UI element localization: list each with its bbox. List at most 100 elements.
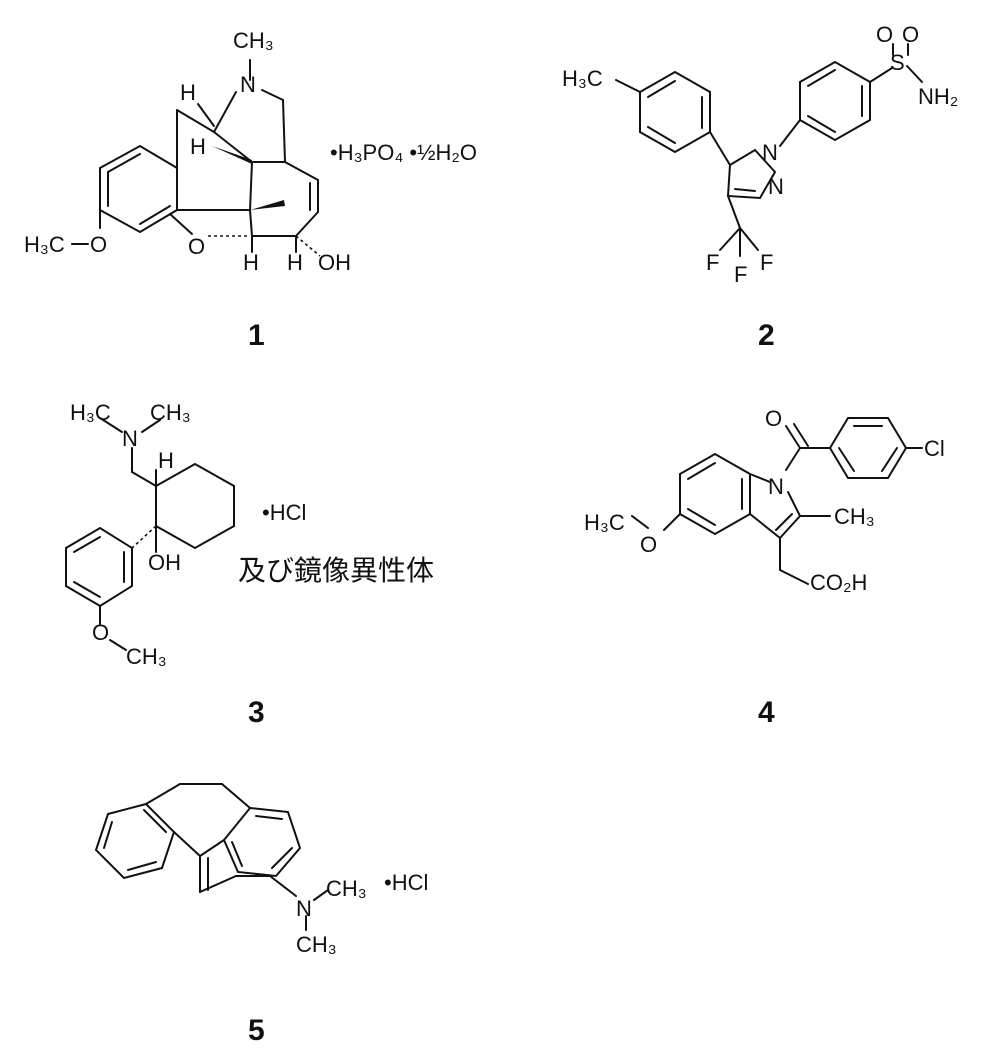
compound-1-bond xyxy=(176,109,215,133)
compound-1: CH₃ N H H O H H OH H₃C O •H₃PO₄ •½H₂O 1 xyxy=(24,28,477,352)
compound-5-right-ring xyxy=(222,806,302,878)
compound-1-label-n-methyl: CH₃ xyxy=(233,28,274,53)
compound-number-1: 1 xyxy=(248,319,265,352)
compound-4-double-bond xyxy=(775,513,793,531)
compound-3-label-n: N xyxy=(122,426,138,451)
compound-5-bond xyxy=(221,783,251,809)
compound-2-double-bond xyxy=(734,188,756,192)
compound-1-label-o: O xyxy=(90,232,107,257)
compound-4-bond xyxy=(749,513,781,539)
compound-5-left-ring xyxy=(94,802,176,880)
compound-2-bond xyxy=(906,65,923,83)
compound-4-double-bond xyxy=(793,423,809,447)
compound-5-double-bond xyxy=(127,861,157,871)
compound-5-bond xyxy=(199,875,237,893)
compound-4-double-bond xyxy=(838,447,855,472)
compound-1-label-n: N xyxy=(240,72,256,97)
compound-3-enantiomer-note: 及び鏡像異性体 xyxy=(238,554,434,587)
compound-2-tolyl-ring xyxy=(639,70,711,154)
compound-4-benzene-ring xyxy=(679,452,751,536)
compound-3-salt: •HCl xyxy=(262,500,306,525)
compound-4-label-acid: CO₂H xyxy=(810,570,867,595)
compound-3-label-methoxy: CH₃ xyxy=(126,644,167,669)
compound-4-label-methoxy: H₃C xyxy=(584,510,625,535)
compound-1-bond xyxy=(197,103,215,127)
compound-5-bond xyxy=(269,875,297,897)
compound-3-label-methyl: H₃C xyxy=(70,400,111,425)
compound-4-double-bond xyxy=(687,508,716,526)
compound-4-label-o: O xyxy=(640,532,657,557)
compound-1-bond xyxy=(282,99,286,163)
compound-5-double-bond xyxy=(143,809,167,833)
compound-4-label-n: N xyxy=(768,474,784,499)
compound-1-label-h: H xyxy=(180,80,196,105)
compound-2-phenyl-ring xyxy=(799,60,871,142)
compound-2-label-methyl: H₃C xyxy=(562,66,603,91)
compound-1-bond xyxy=(295,211,319,237)
compound-1-double-bond xyxy=(139,205,171,225)
compound-4-label-o: O xyxy=(765,406,782,431)
compound-2-double-bond xyxy=(647,126,676,144)
compound-2-label-nh2: NH₂ xyxy=(918,84,958,109)
compound-5-bond xyxy=(313,889,329,901)
compound-2-bond xyxy=(869,67,893,83)
compound-5-double-bond xyxy=(255,815,283,820)
compound-2-double-bond xyxy=(807,69,836,87)
compound-number-5: 5 xyxy=(248,1014,265,1047)
compound-3-bond xyxy=(109,639,127,651)
compound-2-label-f: F xyxy=(706,250,719,275)
compound-3-bond xyxy=(99,417,123,433)
compound-1-bond xyxy=(213,131,253,163)
compound-4-double-bond xyxy=(687,462,716,480)
compound-2-double-bond xyxy=(807,115,836,133)
compound-2-label-o: O xyxy=(876,22,893,47)
compound-4-bond xyxy=(779,515,801,539)
compound-1-double-bond xyxy=(107,153,141,173)
compound-2-double-bond xyxy=(647,80,676,98)
compound-5-bond xyxy=(173,831,201,857)
compound-4-bond xyxy=(785,425,801,449)
compound-1-label-o: O xyxy=(188,234,205,259)
compound-2-bond xyxy=(779,119,801,147)
compound-1-hash-bond xyxy=(295,235,321,257)
compound-3: H₃C N CH₃ H OH O CH₃ •HCl 及び鏡像異性体 3 xyxy=(65,400,434,729)
compound-3-bond xyxy=(141,419,161,433)
compound-1-bond xyxy=(249,161,253,211)
compound-3-label-h: H xyxy=(158,448,174,473)
compound-3-cyclohexane-ring xyxy=(155,462,235,550)
compound-4-bond xyxy=(787,491,801,517)
compound-2-bond xyxy=(709,131,731,166)
compound-1-bond xyxy=(261,89,284,101)
compound-1-bond xyxy=(249,209,253,237)
compound-number-3: 3 xyxy=(248,696,265,729)
compound-5-label-n: N xyxy=(296,896,312,921)
compound-5-double-bond xyxy=(103,821,113,849)
compound-3-double-bond xyxy=(73,536,101,553)
compound-1-label-oh: OH xyxy=(318,250,351,275)
compound-3-hash-bond xyxy=(131,525,157,549)
compound-4-label-methyl: CH₃ xyxy=(834,504,875,529)
compound-2-bond xyxy=(615,79,641,93)
compound-1-label-methoxy: H₃C xyxy=(24,232,65,257)
compound-4-label-cl: Cl xyxy=(924,436,945,461)
compound-2-label-o: O xyxy=(902,22,919,47)
compound-4-bond xyxy=(663,513,681,531)
compound-4-bond xyxy=(631,515,649,529)
compound-1-label-h: H xyxy=(190,134,206,159)
compound-2-label-n: N xyxy=(768,174,784,199)
compound-3-label-oh: OH xyxy=(148,550,181,575)
compound-4-bond xyxy=(749,473,771,483)
compound-3-bond xyxy=(131,471,157,487)
compound-5-double-bond xyxy=(231,841,243,867)
compound-1-wedge xyxy=(212,146,252,164)
compound-1-label-h: H xyxy=(243,250,259,275)
compound-2-bond xyxy=(727,195,741,229)
compound-2-label-f: F xyxy=(760,250,773,275)
compound-1-bond xyxy=(284,161,319,181)
compound-2: H₃C N N S O O NH₂ F F F 2 xyxy=(562,22,958,352)
compound-2-label-f: F xyxy=(734,262,747,287)
compound-4-bond xyxy=(785,447,801,471)
compound-4-bond xyxy=(779,569,809,585)
compound-1-salt: •H₃PO₄ •½H₂O xyxy=(330,140,477,165)
